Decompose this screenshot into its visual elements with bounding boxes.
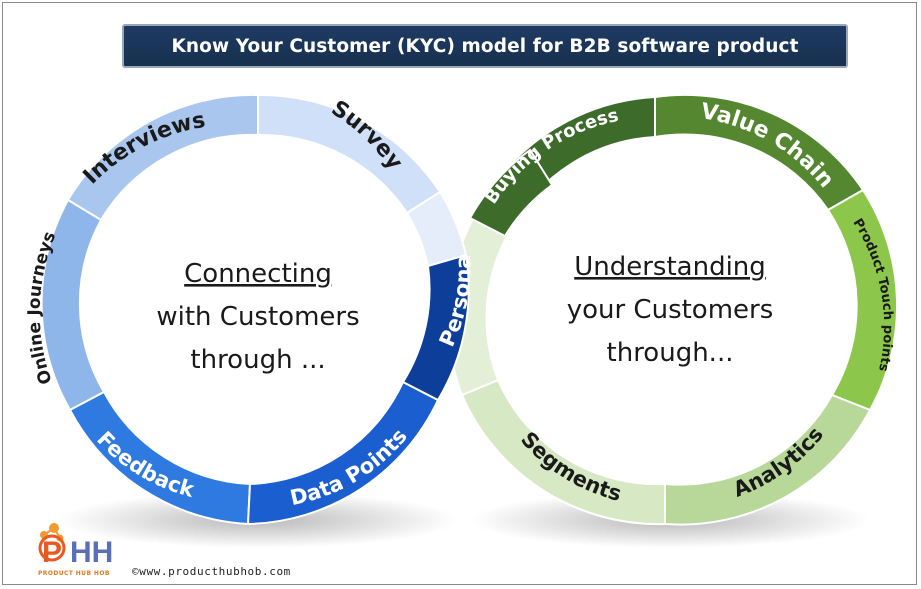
- copyright-text: ©www.producthubhob.com: [132, 565, 291, 578]
- right-center-line1: Understanding: [574, 252, 766, 282]
- label-interviews: Interviews: [79, 108, 208, 189]
- left-center-line2: with Customers: [156, 302, 359, 332]
- left-ring: [40, 93, 470, 526]
- diagram-title-text: Know Your Customer (KYC) model for B2B s…: [171, 35, 799, 57]
- segment-segments: [460, 378, 666, 526]
- product-hub-hob-logo: P HH: [38, 523, 113, 569]
- right-center-line2: your Customers: [567, 295, 774, 325]
- segment-value-chain: [654, 93, 865, 212]
- logo-caption: PRODUCT HUB HOB: [38, 570, 110, 577]
- logo-p: P: [42, 536, 62, 569]
- left-center-line3: through ...: [190, 345, 325, 375]
- segment-persona: [401, 253, 470, 402]
- logo-hh: HH: [70, 536, 113, 569]
- left-center-line1: Connecting: [184, 259, 332, 289]
- segment-survey: [257, 93, 442, 215]
- right-center-line3: through...: [607, 338, 734, 368]
- diagram-title: Know Your Customer (KYC) model for B2B s…: [122, 24, 848, 68]
- segment-buying-process-overlap: [468, 148, 554, 238]
